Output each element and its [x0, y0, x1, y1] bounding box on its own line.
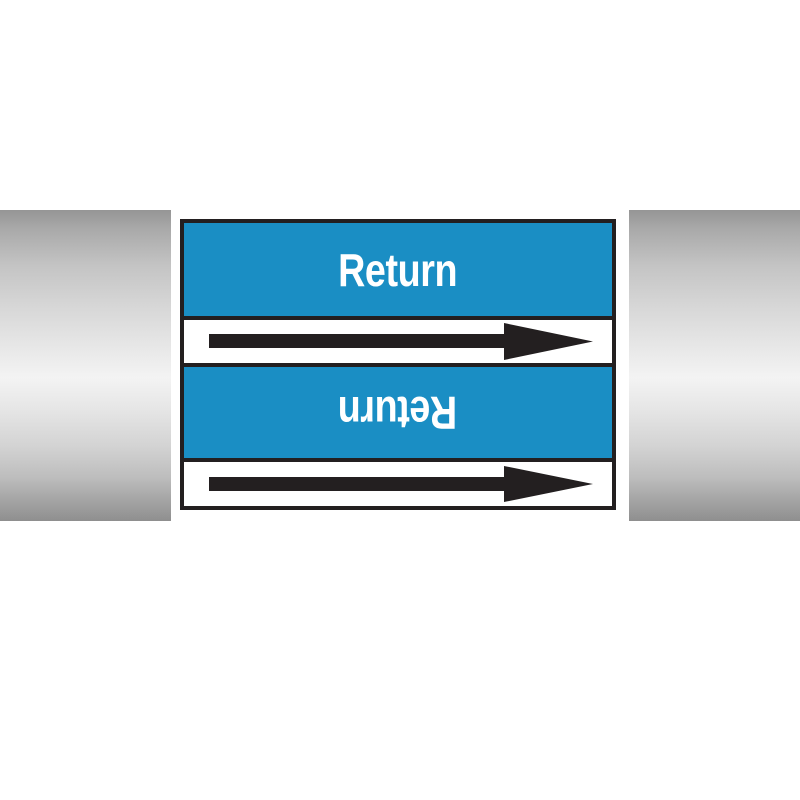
medium-label-flipped: Return: [338, 386, 458, 439]
text-band-top: Return: [184, 223, 612, 316]
text-band-bottom: Return: [184, 367, 612, 458]
arrow-right-icon: [209, 323, 593, 360]
arrow-band-bottom: [184, 462, 612, 506]
medium-label: Return: [338, 243, 458, 296]
arrow-band-top: [184, 320, 612, 363]
arrow-right-icon: [209, 466, 593, 502]
